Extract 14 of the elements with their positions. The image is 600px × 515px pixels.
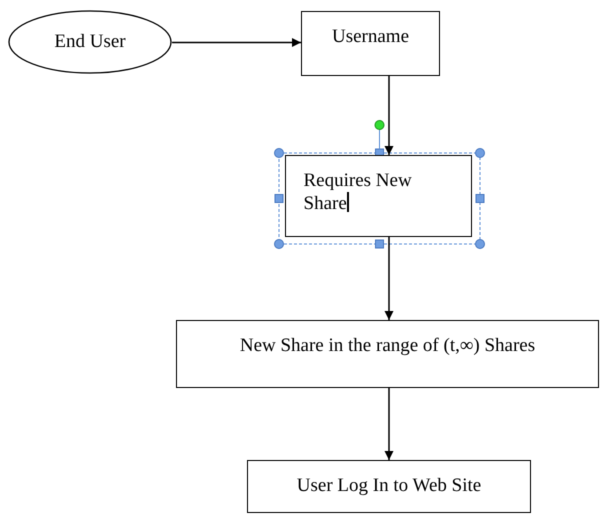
arrow	[172, 38, 301, 47]
node-label: Username	[332, 26, 410, 48]
process-box	[247, 460, 531, 513]
process-box	[301, 11, 440, 76]
process-box	[285, 155, 472, 237]
ellipse-node	[8, 10, 172, 74]
arrow	[384, 76, 394, 155]
arrow	[384, 388, 394, 460]
node-label: New Share in the range of (t,∞) Shares	[240, 335, 536, 357]
node-label: User Log In to Web Site	[296, 475, 482, 497]
arrow	[384, 237, 394, 320]
process-box	[176, 320, 599, 388]
node-label: End User	[54, 31, 126, 53]
node-label: Requires New Share	[304, 170, 413, 215]
